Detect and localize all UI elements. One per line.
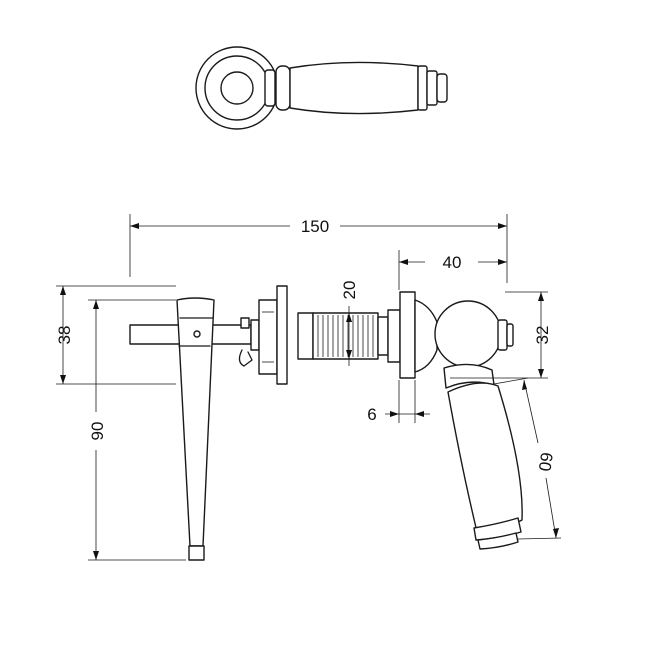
dim-rose-height: 38 — [55, 326, 74, 345]
dim-handle-length: 60 — [535, 451, 556, 472]
dim-spindle-length: 20 — [340, 281, 359, 300]
lever-handle-icon — [129, 285, 288, 561]
dim-shroud-diameter: 32 — [533, 326, 552, 345]
dim-lever-height: 90 — [88, 422, 107, 441]
dim-handle-depth: 40 — [443, 253, 462, 272]
dim-overall-length: 150 — [301, 217, 329, 236]
threaded-spindle-icon — [297, 309, 401, 363]
handle-top-view-icon — [195, 46, 448, 130]
ceramic-handle-side-view-icon — [399, 291, 523, 550]
dim-rose-thickness: 6 — [367, 405, 376, 424]
dimension-lines: 150 40 20 38 90 6 — [55, 214, 562, 561]
